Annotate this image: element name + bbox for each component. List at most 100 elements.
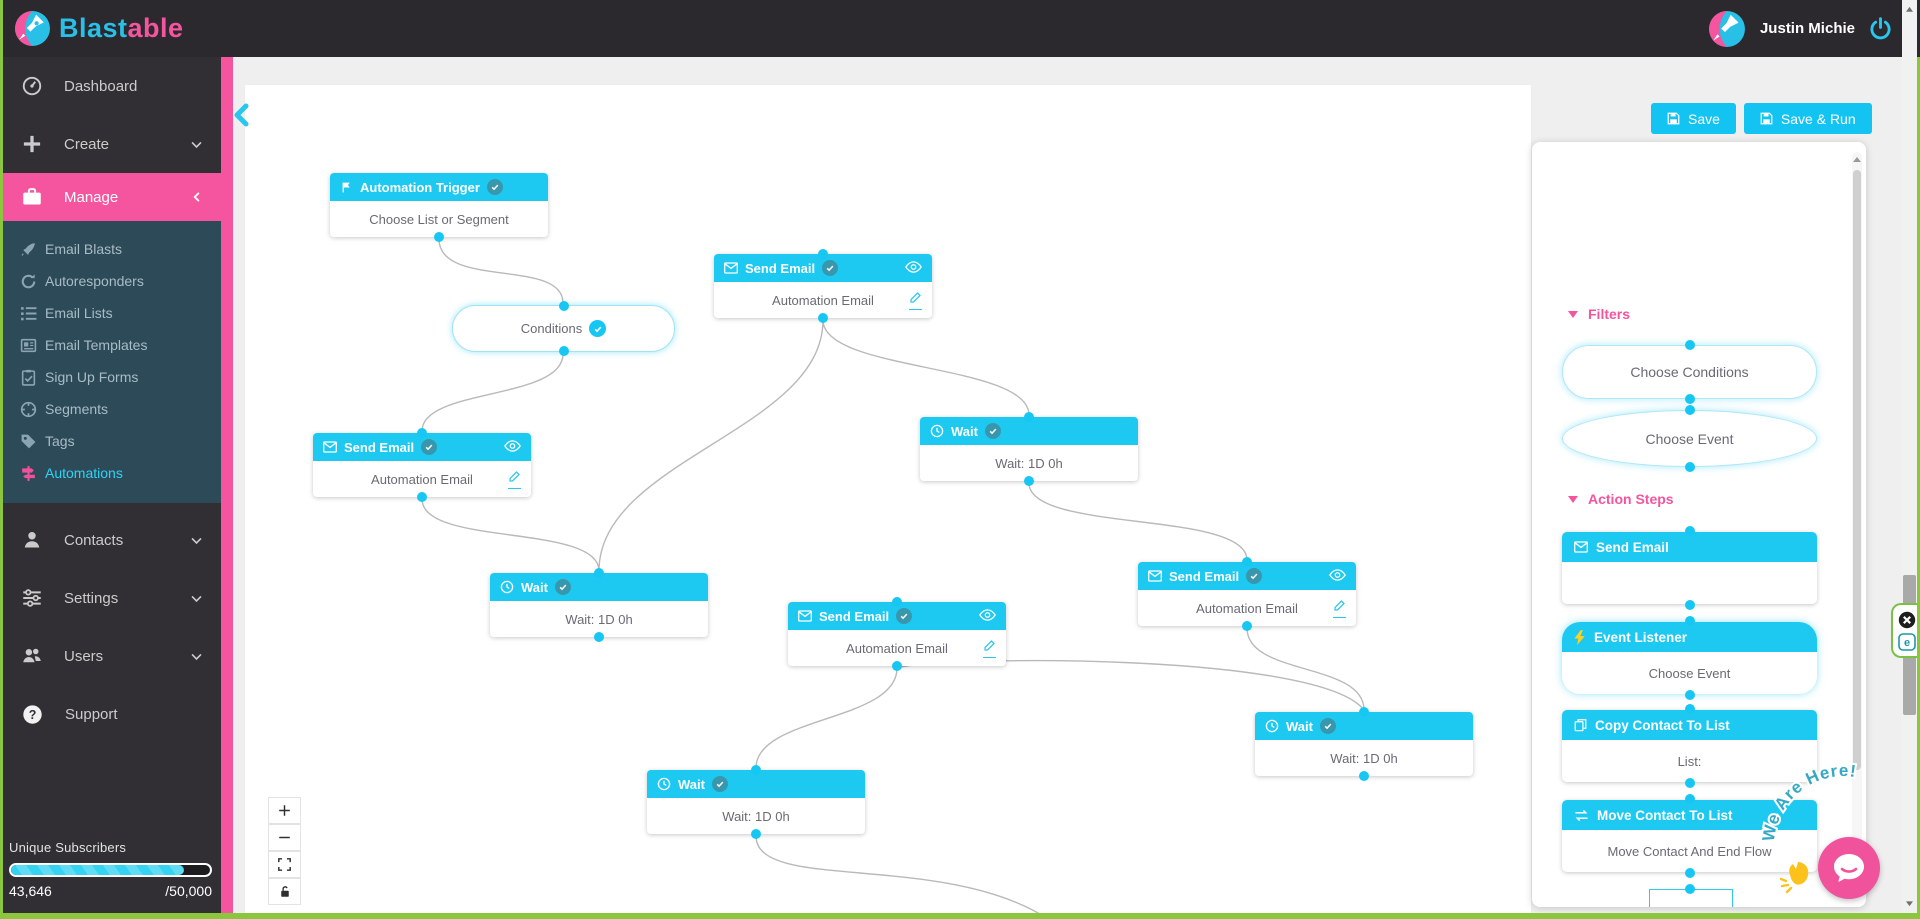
- panel-item-choose-conditions[interactable]: Choose Conditions: [1562, 345, 1817, 399]
- action-steps-section-header[interactable]: Action Steps: [1532, 491, 1674, 507]
- preview-eye-icon[interactable]: [504, 439, 521, 455]
- submenu-item-email-templates[interactable]: Email Templates: [0, 329, 221, 361]
- connection-dot[interactable]: [1359, 707, 1369, 717]
- connection-dot[interactable]: [1242, 557, 1252, 567]
- brand-logo[interactable]: Blastable: [0, 10, 184, 47]
- connection-dot[interactable]: [1024, 476, 1034, 486]
- fit-view-button[interactable]: [268, 851, 301, 878]
- dashboard-icon: [22, 76, 42, 96]
- submenu-item-tags[interactable]: Tags: [0, 425, 221, 457]
- connection-dot[interactable]: [892, 661, 902, 671]
- check-icon: [822, 260, 839, 276]
- sidebar-item-dashboard[interactable]: Dashboard: [0, 57, 221, 115]
- edit-pencil-icon[interactable]: [983, 639, 996, 658]
- avatar[interactable]: [1708, 10, 1746, 48]
- copy-icon: [1574, 719, 1587, 732]
- sidebar-item-manage[interactable]: Manage: [0, 173, 221, 221]
- collapse-panel-chevron[interactable]: [231, 103, 251, 132]
- clipboard-check-icon: [21, 369, 36, 386]
- chat-launcher-button[interactable]: [1818, 837, 1880, 899]
- connection-dot[interactable]: [594, 568, 604, 578]
- connection-dot[interactable]: [818, 313, 828, 323]
- question-circle-icon: ?: [23, 704, 42, 724]
- clock-icon: [500, 580, 514, 594]
- preview-eye-icon[interactable]: [1329, 568, 1346, 584]
- sidebar-item-users[interactable]: Users: [0, 627, 221, 685]
- flow-node-automation-trigger[interactable]: Automation Trigger Choose List or Segmen…: [330, 173, 548, 242]
- scroll-up-arrow[interactable]: [1902, 2, 1917, 17]
- floppy-icon: [1760, 112, 1773, 125]
- subscribers-meter: Unique Subscribers 43,646 /50,000: [0, 830, 221, 913]
- zoom-out-button[interactable]: [268, 824, 301, 851]
- panel-item-send-email[interactable]: Send Email: [1562, 532, 1817, 604]
- lightning-bolt-icon: [1574, 629, 1585, 645]
- panel-item-copy-contact-to-list[interactable]: Copy Contact To List List:: [1562, 710, 1817, 782]
- preview-eye-icon[interactable]: [979, 608, 996, 624]
- flow-node-wait-4[interactable]: Wait Wait: 1D 0h: [647, 765, 865, 839]
- sidebar-item-create[interactable]: Create: [0, 115, 221, 173]
- edit-pencil-icon[interactable]: [1333, 599, 1346, 618]
- chevron-down-icon: [191, 653, 202, 660]
- clock-icon: [1265, 719, 1279, 733]
- connection-dot[interactable]: [417, 428, 427, 438]
- flow-node-send-email-2[interactable]: Send Email Automation Email: [313, 428, 531, 502]
- close-circle-icon[interactable]: [1898, 611, 1916, 629]
- save-button[interactable]: Save: [1651, 103, 1736, 134]
- panel-item-event-listener[interactable]: Event Listener Choose Event: [1562, 622, 1817, 694]
- connection-dot[interactable]: [1242, 621, 1252, 631]
- filters-section-header[interactable]: Filters: [1532, 306, 1630, 322]
- logout-power-icon[interactable]: [1869, 17, 1892, 40]
- connection-dot[interactable]: [1024, 412, 1034, 422]
- panel-scrollbar[interactable]: [1852, 152, 1862, 897]
- panel-item-move-contact-to-list[interactable]: Move Contact To List Move Contact And En…: [1562, 800, 1817, 872]
- connection-dot[interactable]: [434, 232, 444, 242]
- zoom-in-button[interactable]: [268, 797, 301, 824]
- flow-node-send-email-4[interactable]: Send Email Automation Email: [788, 597, 1006, 671]
- sidebar: Dashboard Create Manage Email Blasts Aut…: [0, 57, 221, 919]
- flow-node-wait-1[interactable]: Wait Wait: 1D 0h: [920, 412, 1138, 486]
- edit-pencil-icon[interactable]: [508, 470, 521, 489]
- extension-widget[interactable]: e: [1891, 603, 1920, 658]
- connection-dot[interactable]: [751, 765, 761, 775]
- connection-dot[interactable]: [558, 301, 569, 311]
- connection-dot[interactable]: [594, 632, 604, 642]
- sidebar-item-settings[interactable]: Settings: [0, 569, 221, 627]
- connection-dot[interactable]: [892, 597, 902, 607]
- connection-dot[interactable]: [751, 829, 761, 839]
- submenu-item-sign-up-forms[interactable]: Sign Up Forms: [0, 361, 221, 393]
- submenu-item-email-blasts[interactable]: Email Blasts: [0, 233, 221, 265]
- eset-badge-icon[interactable]: e: [1897, 632, 1916, 651]
- preview-eye-icon[interactable]: [905, 260, 922, 276]
- connection-dot[interactable]: [417, 492, 427, 502]
- user-name[interactable]: Justin Michie: [1759, 20, 1855, 37]
- flow-node-send-email-1[interactable]: Send Email Automation Email: [714, 249, 932, 323]
- scroll-down-arrow[interactable]: [1902, 896, 1917, 911]
- panel-item-choose-event[interactable]: Choose Event: [1562, 410, 1817, 467]
- segments-icon: [20, 401, 37, 417]
- sidebar-item-support[interactable]: ? Support: [0, 685, 221, 743]
- connection-dot[interactable]: [558, 346, 569, 356]
- submenu-item-automations[interactable]: Automations: [0, 457, 221, 489]
- submenu-item-email-lists[interactable]: Email Lists: [0, 297, 221, 329]
- sidebar-item-contacts[interactable]: Contacts: [0, 511, 221, 569]
- tag-icon: [21, 434, 36, 448]
- flow-node-wait-3[interactable]: Wait Wait: 1D 0h: [1255, 707, 1473, 781]
- check-icon: [711, 776, 728, 792]
- flow-node-wait-2[interactable]: Wait Wait: 1D 0h: [490, 568, 708, 642]
- flow-node-conditions[interactable]: Conditions: [452, 301, 675, 356]
- connection-dot[interactable]: [818, 249, 828, 259]
- edit-pencil-icon[interactable]: [909, 291, 922, 310]
- connection-dot[interactable]: [1359, 771, 1369, 781]
- save-and-run-button[interactable]: Save & Run: [1743, 103, 1872, 134]
- lock-button[interactable]: [268, 878, 301, 905]
- flow-node-send-email-3[interactable]: Send Email Automation Email: [1138, 557, 1356, 631]
- envelope-icon: [1148, 570, 1162, 582]
- submenu-item-autoresponders[interactable]: Autoresponders: [0, 265, 221, 297]
- submenu-item-segments[interactable]: Segments: [0, 393, 221, 425]
- capture-frame-bottom: [0, 913, 1920, 919]
- envelope-icon: [724, 262, 738, 274]
- page-scrollbar[interactable]: [1902, 0, 1917, 919]
- check-icon: [984, 423, 1001, 439]
- envelope-icon: [1574, 541, 1588, 553]
- panel-scrollbar-thumb[interactable]: [1853, 170, 1861, 770]
